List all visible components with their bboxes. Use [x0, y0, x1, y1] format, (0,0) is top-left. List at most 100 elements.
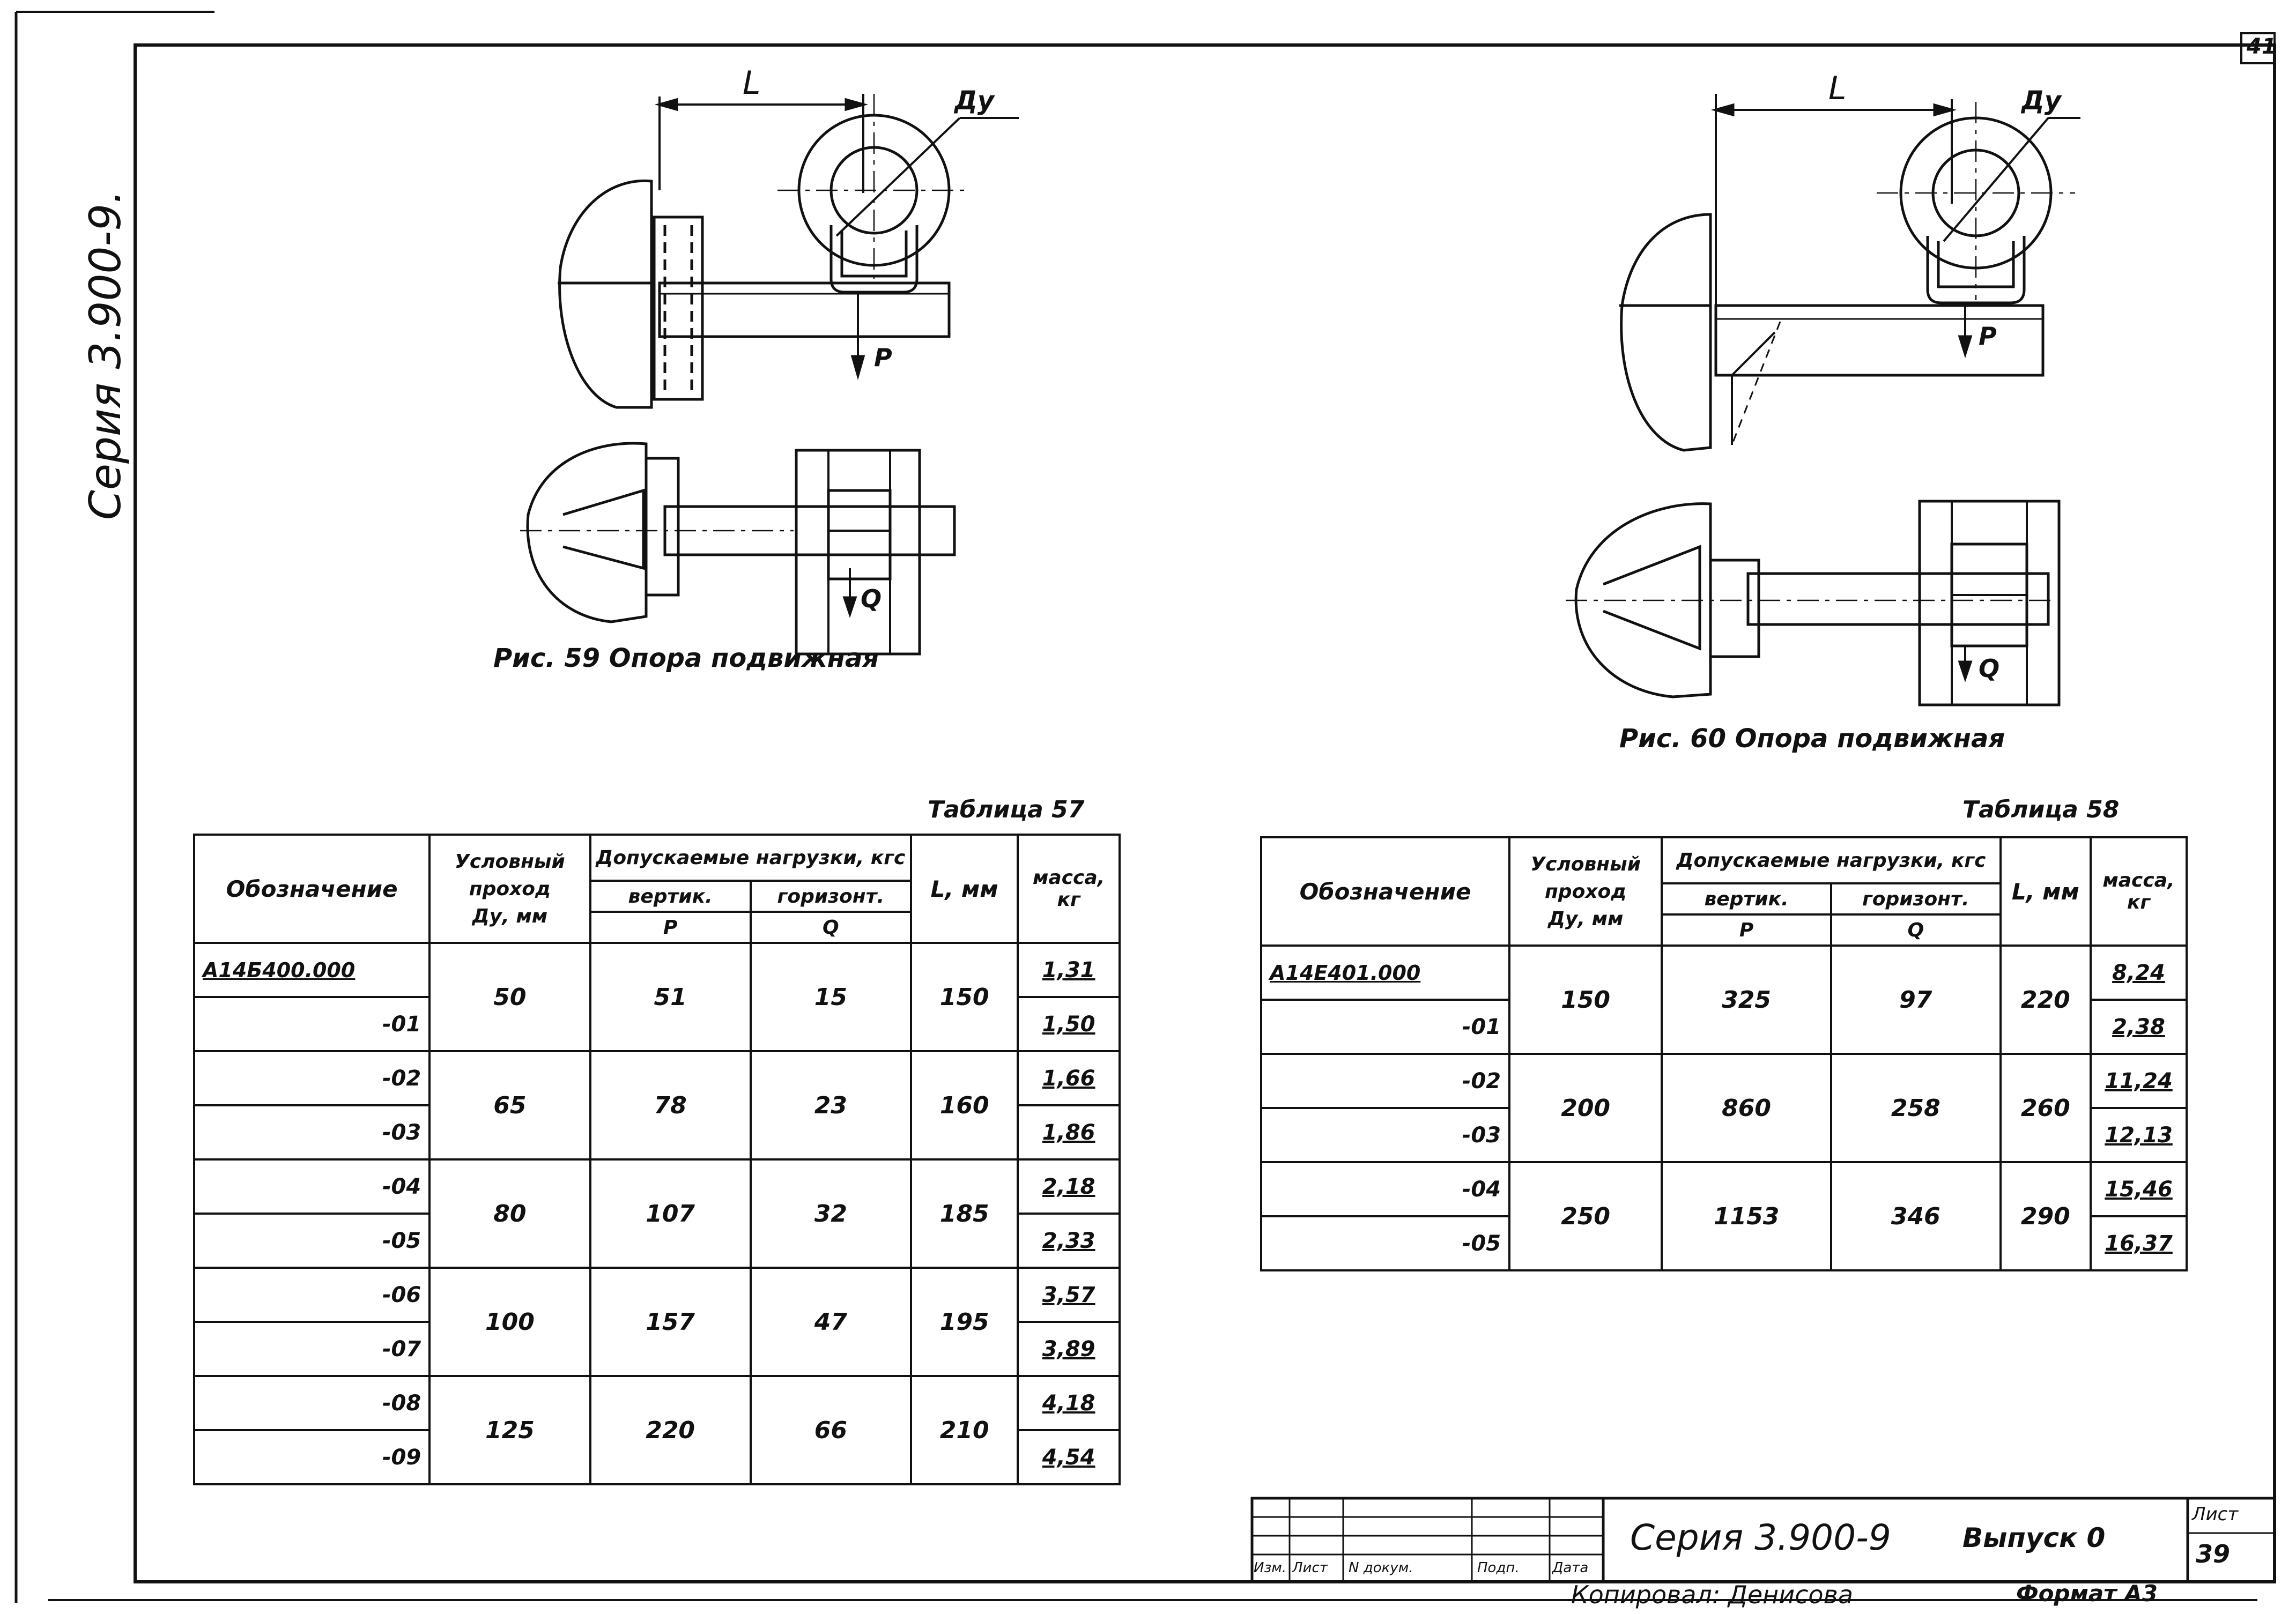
sheet-frame — [14, 11, 2276, 1603]
nominal-diameter-cell: 200 — [1508, 1053, 1663, 1163]
length-cell: 290 — [1999, 1161, 2092, 1271]
t57-header-nominal-1: Условный — [455, 850, 565, 873]
t57-header-mass: масса, кг — [1017, 834, 1121, 944]
t57-header-length: L, мм — [910, 834, 1019, 944]
designation-cell: -04 — [1260, 1161, 1511, 1217]
figure-60-drawing — [1566, 94, 2080, 706]
horizontal-load-cell: 15 — [749, 942, 913, 1052]
designation-cell: -04 — [192, 1158, 431, 1215]
vertical-load-cell: 325 — [1661, 944, 1832, 1055]
vertical-load-cell: 107 — [589, 1158, 752, 1269]
t58-header-designation: Обозначение — [1260, 836, 1511, 947]
length-cell: 210 — [910, 1375, 1019, 1485]
length-cell: 185 — [910, 1158, 1019, 1269]
length-cell: 195 — [910, 1267, 1019, 1377]
mass-cell: 2,18 — [1017, 1158, 1121, 1215]
t58-header-loads: Допускаемые нагрузки, кгс — [1661, 836, 2002, 884]
designation-cell: -05 — [1260, 1215, 1511, 1271]
vertical-load-cell: 860 — [1661, 1053, 1832, 1163]
t57-header-nominal-3: Ду, мм — [472, 905, 548, 927]
horizontal-load-cell: 47 — [749, 1267, 913, 1377]
table-57-title: Таблица 57 — [928, 796, 1085, 823]
fig60-label-Dy: Ду — [2021, 86, 2062, 116]
horizontal-load-cell: 97 — [1830, 944, 2002, 1055]
designation-cell: -06 — [192, 1267, 431, 1323]
mass-cell: 12,13 — [2090, 1107, 2188, 1163]
t57-header-vert-sym: P — [589, 911, 752, 944]
figure-59-caption: Рис. 59 Опора подвижная — [493, 643, 879, 673]
mass-cell: 1,86 — [1017, 1104, 1121, 1161]
horizontal-load-cell: 258 — [1830, 1053, 2002, 1163]
t57-header-nominal-2: проход — [469, 877, 551, 900]
nominal-diameter-cell: 50 — [428, 942, 591, 1052]
series-vertical-label: Серия 3.900-9. — [80, 190, 130, 520]
horizontal-load-cell: 32 — [749, 1158, 913, 1269]
vertical-load-cell: 51 — [589, 942, 752, 1052]
table-57: Обозначение Условный проход Ду, мм Допус… — [192, 834, 1121, 1485]
sheet-corner-number: 41 — [2247, 34, 2277, 59]
tb-sheet-label: Лист — [2192, 1504, 2239, 1525]
table-row: -07 3,89 — [192, 1321, 1121, 1377]
t57-header-loads: Допускаемые нагрузки, кгс — [589, 834, 913, 882]
length-cell: 150 — [910, 942, 1019, 1052]
nominal-diameter-cell: 125 — [428, 1375, 591, 1485]
designation-cell: -08 — [192, 1375, 431, 1431]
nominal-diameter-cell: 250 — [1508, 1161, 1663, 1271]
tb-copied-by: Копировал: Денисова — [1571, 1580, 1853, 1609]
t57-header-vert: вертик. — [589, 880, 752, 913]
vertical-load-cell: 1153 — [1661, 1161, 1832, 1271]
vertical-load-cell: 157 — [589, 1267, 752, 1377]
t57-header-horiz: горизонт. — [749, 880, 913, 913]
t58-header-vert: вертик. — [1661, 882, 1832, 916]
nominal-diameter-cell: 150 — [1508, 944, 1663, 1055]
tb-sheet-number: 39 — [2196, 1539, 2231, 1568]
t57-header-nominal: Условный проход Ду, мм — [428, 834, 591, 944]
t58-header-nominal-3: Ду, мм — [1547, 908, 1624, 930]
mass-cell: 3,89 — [1017, 1321, 1121, 1377]
length-cell: 260 — [1999, 1053, 2092, 1163]
tb-col-izm: Изм. — [1254, 1560, 1287, 1576]
designation-cell: -01 — [1260, 999, 1511, 1055]
title-block-lines — [1250, 1497, 2276, 1583]
figure-59-drawing — [520, 94, 1019, 656]
mass-cell: 1,31 — [1017, 942, 1121, 998]
tb-format: Формат А3 — [2016, 1580, 2158, 1606]
length-cell: 160 — [910, 1050, 1019, 1161]
fig60-label-Q: Q — [1979, 654, 2000, 683]
t58-header-length: L, мм — [1999, 836, 2092, 947]
mass-cell: 4,54 — [1017, 1429, 1121, 1485]
t57-header-designation: Обозначение — [192, 834, 431, 944]
t58-header-nominal-1: Условный — [1530, 853, 1641, 875]
t58-header-nominal: Условный проход Ду, мм — [1508, 836, 1663, 947]
vertical-load-cell: 220 — [589, 1375, 752, 1485]
table-58: Обозначение Условный проход Ду, мм Допус… — [1260, 836, 2188, 1271]
fig60-label-P: P — [1979, 322, 1997, 351]
length-cell: 220 — [1999, 944, 2092, 1055]
designation-cell: -07 — [192, 1321, 431, 1377]
t58-header-vert-sym: P — [1661, 913, 1832, 947]
mass-cell: 1,66 — [1017, 1050, 1121, 1106]
t58-header-horiz: горизонт. — [1830, 882, 2002, 916]
designation-cell: А14Е401.000 — [1260, 944, 1511, 1001]
figure-60-caption: Рис. 60 Опора подвижная — [1619, 724, 2005, 754]
tb-series: Серия 3.900-9 — [1630, 1517, 1891, 1558]
fig59-label-P: P — [874, 343, 892, 372]
mass-cell: 1,50 — [1017, 996, 1121, 1052]
nominal-diameter-cell: 65 — [428, 1050, 591, 1161]
nominal-diameter-cell: 100 — [428, 1267, 591, 1377]
